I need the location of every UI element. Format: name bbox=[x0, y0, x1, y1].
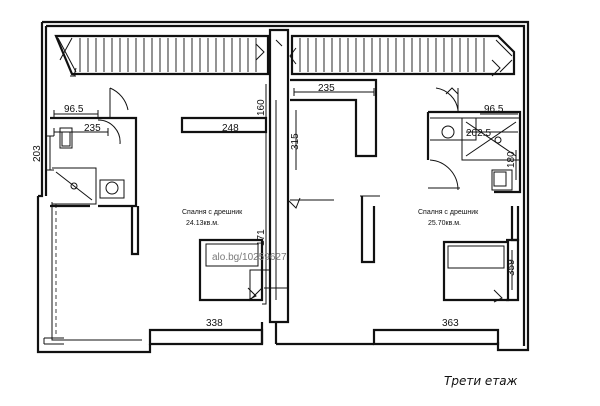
dimension-label: 248 bbox=[222, 123, 239, 134]
dimension-label: 96.5 bbox=[484, 104, 504, 115]
dimension-label: 203 bbox=[32, 145, 43, 162]
left-room-name: Спалня с дрешник bbox=[182, 209, 243, 216]
center-hall bbox=[287, 78, 380, 264]
dimension-label: 180 bbox=[506, 151, 517, 168]
dimension-lines bbox=[46, 84, 518, 331]
outer-walls bbox=[36, 20, 530, 354]
watermark: alo.bg/10259627 bbox=[212, 252, 287, 263]
left-bathroom bbox=[50, 87, 138, 208]
dimension-label: 359 bbox=[506, 259, 517, 276]
dimension-label: 171 bbox=[256, 229, 267, 246]
central-wall bbox=[264, 28, 290, 324]
dimension-label: 363 bbox=[442, 318, 459, 329]
left-stair bbox=[54, 34, 270, 77]
dimension-label: 235 bbox=[84, 123, 101, 134]
right-room-area: 25.70кв.м. bbox=[428, 220, 461, 227]
right-bathroom bbox=[426, 87, 522, 194]
dimension-label: 202.5 bbox=[466, 128, 491, 139]
floor-title: Трети етаж bbox=[444, 374, 518, 388]
left-room-area: 24.13кв.м. bbox=[186, 220, 219, 227]
right-room-name: Спалня с дрешник bbox=[418, 209, 479, 216]
dimension-label: 235 bbox=[318, 83, 335, 94]
dimension-label: 315 bbox=[290, 133, 301, 150]
dimension-label: 96.5 bbox=[64, 104, 84, 115]
right-stair bbox=[289, 34, 516, 77]
right-partitions bbox=[506, 206, 520, 302]
right-bed bbox=[442, 240, 510, 303]
dimension-label: 338 bbox=[206, 318, 223, 329]
dimension-label: 160 bbox=[256, 99, 267, 116]
left-bed bbox=[198, 238, 264, 302]
